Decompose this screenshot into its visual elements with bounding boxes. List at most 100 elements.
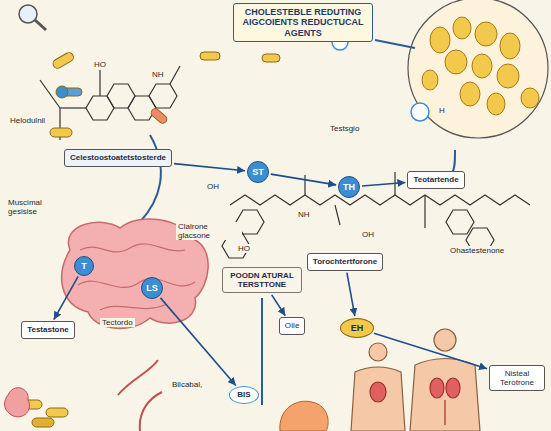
molecule-drawing — [170, 66, 180, 84]
cell-cluster — [422, 17, 539, 115]
molecule-drawing — [149, 84, 177, 108]
human-figure — [430, 378, 444, 398]
cell-cluster — [453, 17, 471, 39]
compound-label-box: Celestoostoatetstosterde — [64, 149, 172, 166]
cell-cluster — [460, 82, 480, 106]
text-label: Testsgio — [328, 124, 361, 133]
capsule-drawing — [20, 51, 280, 427]
cell-cluster — [411, 103, 429, 121]
text-label: NH — [150, 70, 166, 79]
carbon-chain — [304, 175, 305, 195]
capsule-drawing — [150, 107, 169, 125]
text-label: OH — [360, 230, 376, 239]
cell-cluster — [445, 50, 467, 74]
carbon-chain — [424, 195, 425, 228]
process-box: Nisteal Terotrone — [489, 365, 545, 391]
capsule-drawing — [51, 51, 75, 70]
callout-circle: TH — [338, 176, 360, 198]
connector-arrow — [272, 295, 286, 316]
molecule-drawing — [128, 96, 156, 120]
magnifier-icon — [19, 5, 46, 30]
text-label: Ohastestenone — [448, 246, 506, 255]
node-text: Nisteal Terotrone — [495, 369, 539, 387]
node-text: Celestoostoatetstosterde — [70, 153, 166, 162]
cell-cluster — [430, 27, 450, 53]
text-label: Clalrone glacsone — [176, 222, 242, 240]
node-text: Testastone — [27, 325, 69, 334]
human-figure — [351, 329, 480, 431]
human-figure — [351, 367, 405, 431]
human-figure — [369, 343, 387, 361]
text-label: OH — [205, 182, 221, 191]
molecule-drawing — [86, 96, 114, 120]
organ-drawing — [118, 360, 162, 431]
node-text: T — [81, 261, 87, 271]
node-text: CHOLESTEBLE REDUTING AIGCOIENTS REDUCTUC… — [239, 7, 367, 38]
text-label: Muscimal gesisise — [6, 198, 65, 216]
text-label: NH — [296, 210, 312, 219]
magnifier-icon — [19, 5, 37, 23]
cell-cluster — [475, 22, 497, 46]
flow-arrow — [261, 298, 263, 405]
cell-cluster — [472, 54, 492, 78]
flow-arrow — [140, 40, 455, 405]
human-figure — [370, 382, 386, 402]
callout-circle: T — [74, 256, 94, 276]
connector-arrow — [174, 164, 245, 171]
cell-cluster — [422, 70, 438, 90]
process-box: Teotartende — [407, 171, 464, 188]
carbon-chain — [230, 195, 530, 205]
callout-circle: ST — [247, 161, 269, 183]
node-text: TH — [343, 182, 355, 192]
molecule-drawing — [107, 84, 135, 108]
connector-arrow — [362, 182, 405, 185]
process-box: Torochtertforone — [307, 253, 383, 270]
callout-oval: EH — [340, 318, 374, 338]
cell-cluster — [521, 88, 539, 108]
molecule-drawing — [99, 70, 100, 96]
process-box: POODN ATURAL TERSTTONE — [222, 267, 302, 293]
node-text: BIS — [237, 390, 250, 399]
capsule-drawing — [200, 52, 220, 60]
molecule-drawing — [40, 66, 180, 140]
carbon-chain — [222, 172, 530, 258]
cell-cluster — [497, 64, 519, 88]
capsule-drawing — [46, 408, 68, 417]
text-label: Bilcabal, — [170, 380, 204, 389]
capsule-drawing — [56, 86, 68, 98]
process-box: OIle — [279, 317, 306, 334]
text-label: Helodulnil — [8, 116, 47, 125]
node-text: POODN ATURAL TERSTTONE — [228, 271, 296, 289]
molecule-drawing — [60, 107, 86, 108]
human-figure — [446, 378, 460, 398]
organ-drawing — [280, 401, 328, 431]
node-text: LS — [146, 283, 158, 293]
capsule-drawing — [262, 54, 280, 62]
carbon-chain — [446, 210, 474, 234]
capsule-drawing — [32, 418, 54, 427]
connector-arrow — [271, 174, 336, 185]
human-figure — [410, 359, 480, 431]
node-text: OIle — [285, 321, 300, 330]
text-label: Tectordo — [100, 318, 135, 327]
magnifier-icon — [35, 20, 46, 30]
organ-drawing — [5, 388, 30, 417]
cell-cluster — [487, 93, 505, 115]
node-text: Teotartende — [413, 175, 458, 184]
connector-arrow — [374, 333, 487, 368]
connector-arrow — [160, 298, 235, 386]
cell-cluster — [408, 0, 548, 138]
text-label: HO — [236, 244, 252, 253]
cell-cluster — [500, 33, 520, 59]
node-text: EH — [351, 323, 364, 333]
flow-arrow — [452, 150, 455, 172]
node-text: Torochtertforone — [313, 257, 377, 266]
capsule-drawing — [50, 128, 72, 137]
flow-arrow — [375, 40, 415, 48]
node-text: ST — [252, 167, 264, 177]
process-box: Testastone — [21, 321, 75, 338]
human-figure — [444, 400, 445, 425]
